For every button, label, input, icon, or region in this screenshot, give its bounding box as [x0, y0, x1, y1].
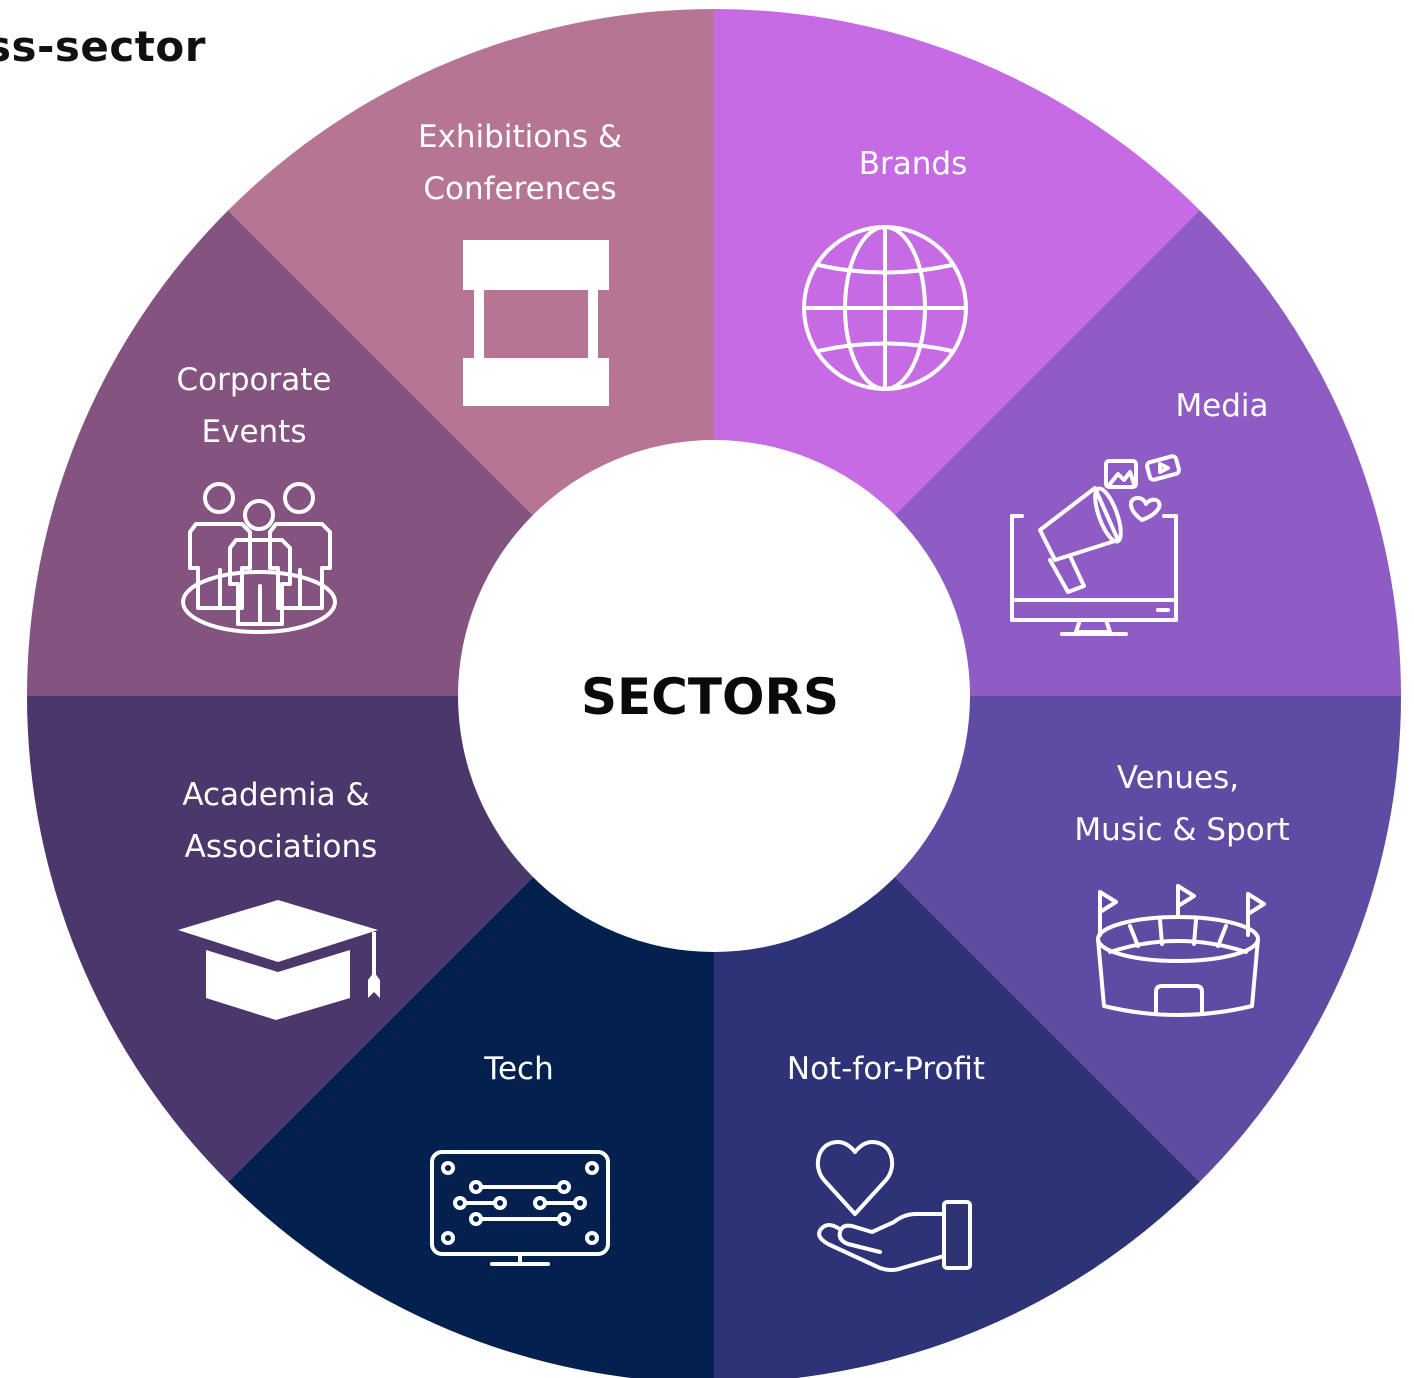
center-label: SECTORS: [581, 668, 839, 726]
stadium-icon: [1096, 884, 1266, 1017]
megaphone-monitor-icon: [1010, 454, 1181, 636]
segment-label-tech: Tech: [483, 1051, 553, 1087]
center-circle: [458, 440, 970, 952]
exhibition-booth-icon: [463, 240, 609, 406]
group-people-icon: [181, 482, 337, 634]
segment-label-brands: Brands: [859, 146, 968, 182]
segment-label-academia: Academia &Associations: [182, 777, 377, 865]
segment-label-exhibitions: Exhibitions &Conferences: [418, 119, 622, 207]
page-heading-fragment: ss-sector: [0, 22, 206, 71]
globe-icon: [802, 225, 968, 391]
segment-label-media: Media: [1175, 388, 1268, 424]
circuit-monitor-icon: [430, 1150, 610, 1266]
heart-hand-icon: [815, 1140, 972, 1272]
graduation-cap-icon: [178, 900, 380, 1020]
segment-label-venues: Venues,Music & Sport: [1074, 760, 1289, 848]
segment-label-not-for-profit: Not-for-Profit: [787, 1051, 985, 1087]
